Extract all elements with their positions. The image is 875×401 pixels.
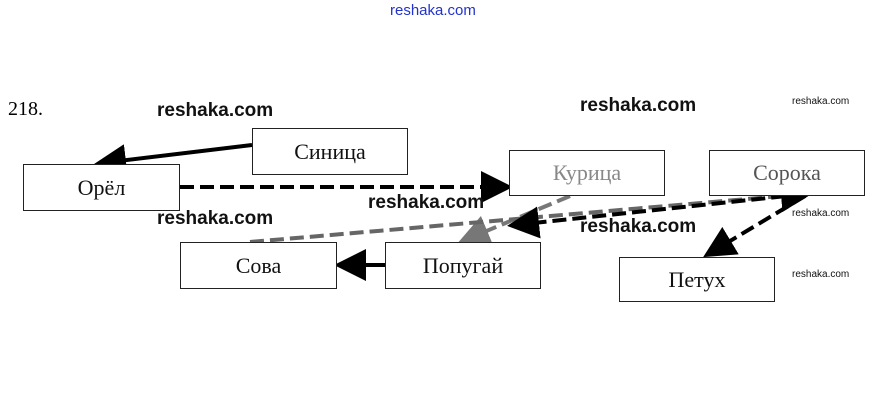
node-petukh: Петух <box>619 257 775 302</box>
watermark-small: reshaka.com <box>792 96 850 107</box>
watermark: reshaka.com <box>368 192 485 213</box>
node-orel: Орёл <box>23 164 180 211</box>
problem-number: 218. <box>8 98 43 120</box>
node-kuritsa: Курица <box>509 150 665 196</box>
arrow-sinitsa-orel <box>94 143 253 177</box>
node-sinitsa: Синица <box>252 128 408 175</box>
watermark: reshaka.com <box>157 208 274 229</box>
watermark-top: reshaka.com <box>390 2 476 19</box>
arrow-soroka-petukh <box>703 194 807 258</box>
watermark-small: reshaka.com <box>792 269 850 280</box>
watermark: reshaka.com <box>580 216 697 237</box>
watermark: reshaka.com <box>157 100 274 121</box>
node-popugai: Попугай <box>385 242 541 289</box>
watermark-small: reshaka.com <box>792 208 850 219</box>
watermark: reshaka.com <box>580 95 697 116</box>
node-soroka: Сорока <box>709 150 865 196</box>
arrow-soroka-popugai <box>507 192 806 239</box>
node-sova: Сова <box>180 242 337 289</box>
